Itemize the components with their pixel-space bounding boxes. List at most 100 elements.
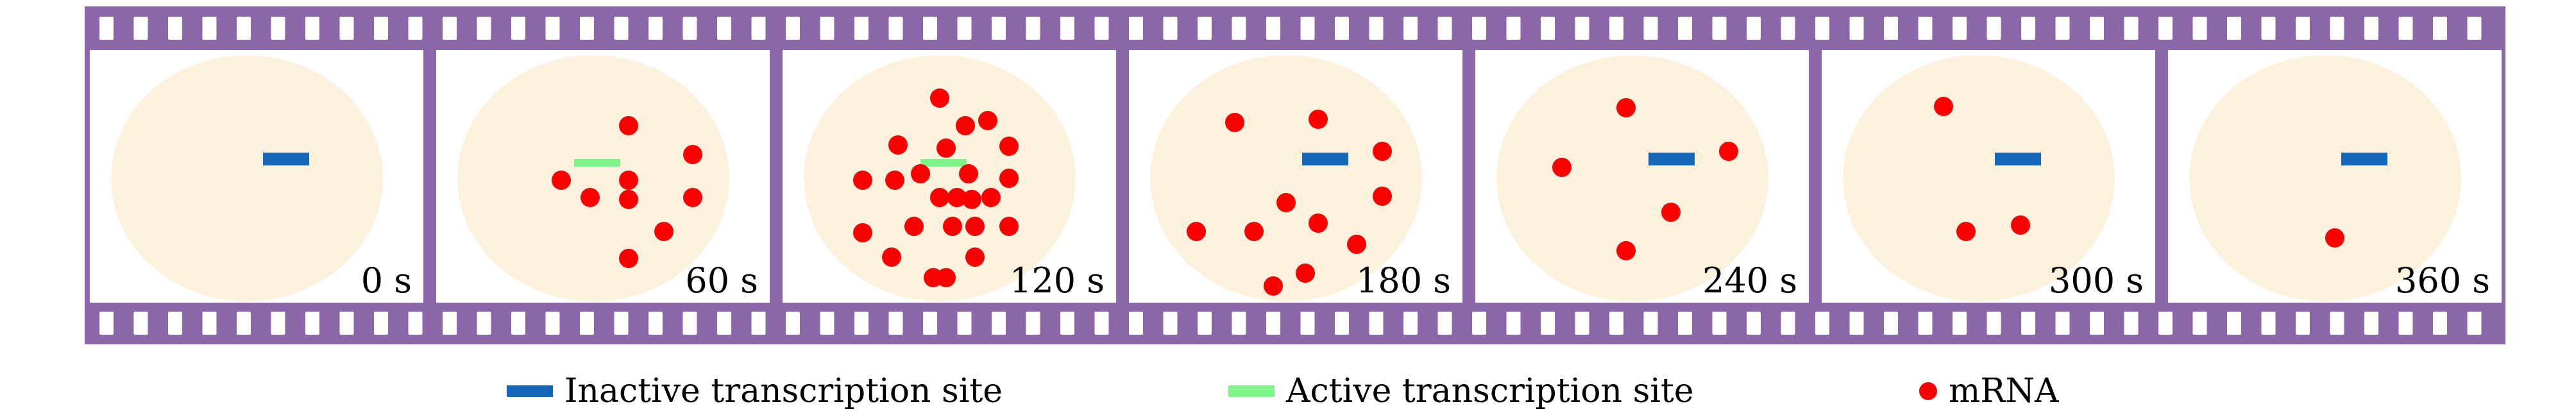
sprocket-hole (854, 17, 869, 40)
inactive-transcription-site (1648, 153, 1695, 165)
mrna-dot (1616, 241, 1636, 260)
sprocket-hole (1712, 17, 1727, 40)
sprocket-hole (751, 312, 766, 335)
mrna-dot (1264, 276, 1283, 296)
sprocket-hole (1060, 17, 1074, 40)
sprocket-hole (2398, 312, 2413, 335)
sprocket-hole (1060, 312, 1074, 335)
sprocket-hole (580, 312, 594, 335)
mrna-dot (1296, 264, 1315, 283)
sprocket-hole (2090, 17, 2104, 40)
legend-active: Active transcription site (1228, 362, 1694, 420)
mrna-dot (956, 116, 975, 135)
mrna-dot (1309, 110, 1328, 129)
sprocket-hole (786, 17, 800, 40)
sprocket-hole (511, 312, 525, 335)
mrna-dot (962, 190, 981, 209)
sprocket-hole (1609, 17, 1623, 40)
mrna-dot (1719, 142, 1738, 161)
sprocket-hole (2296, 312, 2310, 335)
sprocket-hole (717, 17, 731, 40)
mrna-dot (981, 188, 1001, 207)
mrna-dot (853, 171, 872, 190)
frame: 120 s (783, 50, 1116, 303)
sprocket-hole (271, 17, 285, 40)
sprocket-hole (408, 17, 423, 40)
sprocket-hole (1884, 312, 1898, 335)
sprocket-hole (2467, 17, 2482, 40)
frame: 0 s (90, 50, 423, 303)
sprocket-hole (1918, 17, 1933, 40)
inactive-transcription-site (1302, 153, 1348, 165)
mrna-dot (683, 145, 702, 164)
sprocket-hole (1506, 17, 1521, 40)
sprocket-hole (923, 312, 937, 335)
frame: 300 s (1822, 50, 2155, 303)
sprocket-hole (1472, 17, 1486, 40)
mrna-dot (1956, 222, 1976, 241)
mrna-dot (2011, 215, 2030, 235)
sprocket-hole (1335, 312, 1349, 335)
frame: 60 s (436, 50, 770, 303)
inactive-site-legend-icon (507, 385, 553, 397)
sprocket-hole (2364, 312, 2378, 335)
mrna-dot (930, 88, 949, 108)
sprocket-hole (2055, 17, 2070, 40)
time-label: 180 s (1356, 260, 1451, 301)
sprocket-hole (1541, 312, 1555, 335)
sprocket-hole (477, 312, 491, 335)
sprocket-hole (682, 17, 697, 40)
sprocket-hole (1437, 312, 1452, 335)
inactive-transcription-site (263, 153, 309, 165)
legend-inactive: Inactive transcription site (507, 362, 1003, 420)
time-label: 360 s (2395, 260, 2490, 301)
sprocket-hole (2055, 312, 2070, 335)
sprocket-hole (2261, 17, 2276, 40)
sprocket-hole (1026, 17, 1040, 40)
sprocket-hole (1987, 17, 2001, 40)
nucleus (111, 55, 383, 301)
mrna-dot (1276, 193, 1296, 212)
mrna-dot (943, 217, 962, 236)
sprocket-hole (339, 17, 354, 40)
mrna-dot (930, 188, 949, 207)
mrna-dot (904, 217, 924, 236)
mrna-dot (959, 164, 978, 183)
sprocket-hole (477, 17, 491, 40)
sprocket-hole (992, 17, 1006, 40)
sprocket-hole (1781, 17, 1795, 40)
sprocket-hole (614, 17, 629, 40)
sprocket-hole (888, 17, 903, 40)
sprocket-hole (408, 312, 423, 335)
mrna-dot (936, 139, 956, 158)
sprocket-hole (271, 312, 285, 335)
sprocket-hole (957, 17, 972, 40)
sprocket-hole (992, 312, 1006, 335)
sprocket-hole (2364, 17, 2378, 40)
sprocket-hole (2158, 17, 2173, 40)
sprocket-hole (1643, 312, 1658, 335)
mrna-dot (885, 171, 904, 190)
sprocket-hole (1712, 312, 1727, 335)
time-label: 240 s (1702, 260, 1797, 301)
sprocket-hole (1575, 17, 1589, 40)
mrna-dot (936, 268, 956, 287)
sprocket-holes (99, 17, 2482, 335)
sprocket-hole (1266, 312, 1280, 335)
mrna-dot (1661, 203, 1681, 222)
sprocket-hole (2192, 17, 2207, 40)
sprocket-hole (1953, 17, 1967, 40)
sprocket-hole (1232, 17, 1246, 40)
sprocket-hole (1953, 312, 1967, 335)
mrna-dot (911, 164, 930, 183)
sprocket-hole (237, 312, 251, 335)
sprocket-hole (1403, 312, 1418, 335)
sprocket-hole (2021, 17, 2035, 40)
sprocket-hole (99, 312, 114, 335)
sprocket-hole (133, 17, 148, 40)
sprocket-hole (1300, 17, 1315, 40)
sprocket-hole (1815, 312, 1829, 335)
legend-inactive-label: Inactive transcription site (564, 372, 1003, 410)
time-label: 300 s (2049, 260, 2144, 301)
